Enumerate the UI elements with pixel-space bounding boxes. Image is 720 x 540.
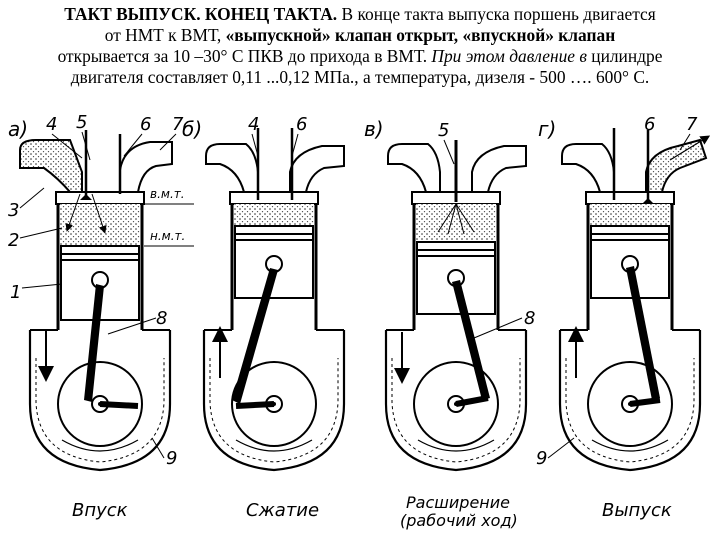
svg-text:1: 1 xyxy=(10,282,21,303)
panel-expansion: 5 8 в) Расширение (рабочий ход) xyxy=(364,117,535,530)
text-line-2: от НМТ к ВМТ, «выпускной» клапан открыт,… xyxy=(104,25,616,45)
svg-text:3: 3 xyxy=(8,200,19,221)
tdc-label: в.м.т. xyxy=(150,187,185,201)
panel-caption: Впуск xyxy=(72,500,128,521)
panel-exhaust: г) 6 7 9 Выпуск xyxy=(536,114,711,521)
svg-text:8: 8 xyxy=(156,308,167,329)
svg-text:6: 6 xyxy=(140,114,151,135)
description-text: ТАКТ ВЫПУСК. КОНЕЦ ТАКТА. В конце такта … xyxy=(6,4,714,88)
text-line-4: двигателя составляет 0,11 ...0,12 МПа., … xyxy=(70,67,650,87)
panel-caption-2: (рабочий ход) xyxy=(400,511,518,530)
stroke-title: ТАКТ ВЫПУСК. КОНЕЦ ТАКТА. xyxy=(64,4,338,24)
svg-text:5: 5 xyxy=(76,112,87,133)
text-line-3: открывается за 10 –30° С ПКВ до прихода … xyxy=(57,46,663,66)
svg-text:9: 9 xyxy=(166,448,177,469)
panel-letter: в) xyxy=(364,117,384,141)
panel-letter: г) xyxy=(538,117,556,141)
svg-text:6: 6 xyxy=(644,114,655,135)
text-line-1: ТАКТ ВЫПУСК. КОНЕЦ ТАКТА. В конце такта … xyxy=(64,4,656,24)
panel-letter: б) xyxy=(182,117,202,141)
svg-text:5: 5 xyxy=(438,120,449,141)
panel-caption: Выпуск xyxy=(602,500,672,521)
panel-compression: б) 4 6 Сжатие xyxy=(182,114,346,521)
bdc-label: н.м.т. xyxy=(150,229,185,243)
svg-text:4: 4 xyxy=(248,114,259,135)
svg-text:7: 7 xyxy=(172,114,184,135)
svg-text:7: 7 xyxy=(686,114,698,135)
panel-caption: Сжатие xyxy=(246,500,319,521)
svg-text:6: 6 xyxy=(296,114,307,135)
engine-strokes-diagram: в.м.т. н.м.т. а) 4 5 6 7 3 2 1 8 9 Впуск xyxy=(8,112,711,530)
svg-text:2: 2 xyxy=(8,230,19,251)
panel-letter: а) xyxy=(8,117,28,141)
svg-text:8: 8 xyxy=(524,308,535,329)
svg-text:9: 9 xyxy=(536,448,547,469)
panel-caption: Расширение xyxy=(406,493,510,512)
svg-text:4: 4 xyxy=(46,114,57,135)
panel-intake: в.м.т. н.м.т. а) 4 5 6 7 3 2 1 8 9 Впуск xyxy=(8,112,194,521)
